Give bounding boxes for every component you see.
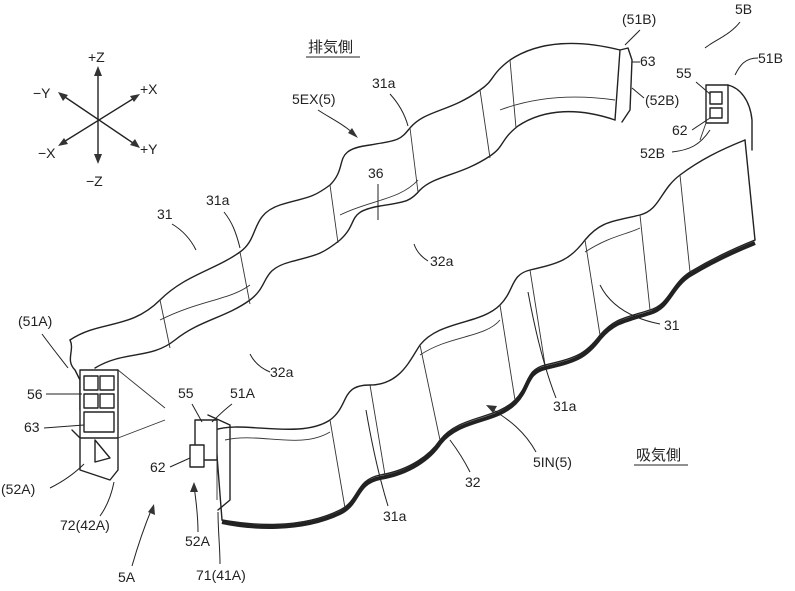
label-62-left: 62 <box>150 459 166 475</box>
label-31a-top: 31a <box>372 75 396 91</box>
label-63-left: 63 <box>24 419 40 435</box>
axis-px-label: +X <box>140 81 158 97</box>
intake-side-label: 吸気側 <box>636 447 681 464</box>
front-left-connector <box>189 414 231 511</box>
label-52B-paren: (52B) <box>645 92 679 108</box>
label-55-left: 55 <box>178 385 194 401</box>
exhaust-wall <box>69 42 621 369</box>
label-31-left: 31 <box>157 206 173 222</box>
axis-indicator: +Z −Z +X −Y −X +Y <box>33 49 158 189</box>
label-63-top: 63 <box>640 53 656 69</box>
label-71: 71(41A) <box>196 567 246 583</box>
label-72: 72(42A) <box>60 517 110 533</box>
label-62-right: 62 <box>672 122 688 138</box>
label-51B: 51B <box>758 50 783 66</box>
label-52B: 52B <box>640 145 665 161</box>
label-52A-paren: (52A) <box>1 481 35 497</box>
label-32: 32 <box>465 474 481 490</box>
label-55-right: 55 <box>676 65 692 81</box>
label-5A: 5A <box>118 569 136 585</box>
label-56: 56 <box>27 386 43 402</box>
label-32a-low: 32a <box>270 364 294 380</box>
left-connector <box>69 339 166 481</box>
label-51A: 51A <box>230 385 256 401</box>
label-5B: 5B <box>735 1 752 17</box>
exhaust-side-label: 排気側 <box>308 39 353 56</box>
label-52A: 52A <box>185 533 211 549</box>
label-5IN: 5IN(5) <box>533 454 572 470</box>
label-5EX: 5EX(5) <box>292 91 336 107</box>
axis-py-label: +Y <box>140 141 158 157</box>
label-36: 36 <box>368 165 384 181</box>
label-31a-left: 31a <box>206 192 230 208</box>
label-31-right: 31 <box>664 317 680 333</box>
label-32a-mid: 32a <box>430 253 454 269</box>
label-51A-paren: (51A) <box>18 313 52 329</box>
axis-mz-label: −Z <box>86 173 103 189</box>
axis-my-label: −Y <box>33 85 51 101</box>
intake-wall <box>214 139 756 529</box>
axis-mx-label: −X <box>38 145 56 161</box>
right-connector <box>619 47 753 151</box>
label-51B-paren: (51B) <box>622 11 656 27</box>
axis-pz-label: +Z <box>88 49 105 65</box>
label-31a-bottom: 31a <box>383 508 407 524</box>
label-31a-mid: 31a <box>553 398 577 414</box>
